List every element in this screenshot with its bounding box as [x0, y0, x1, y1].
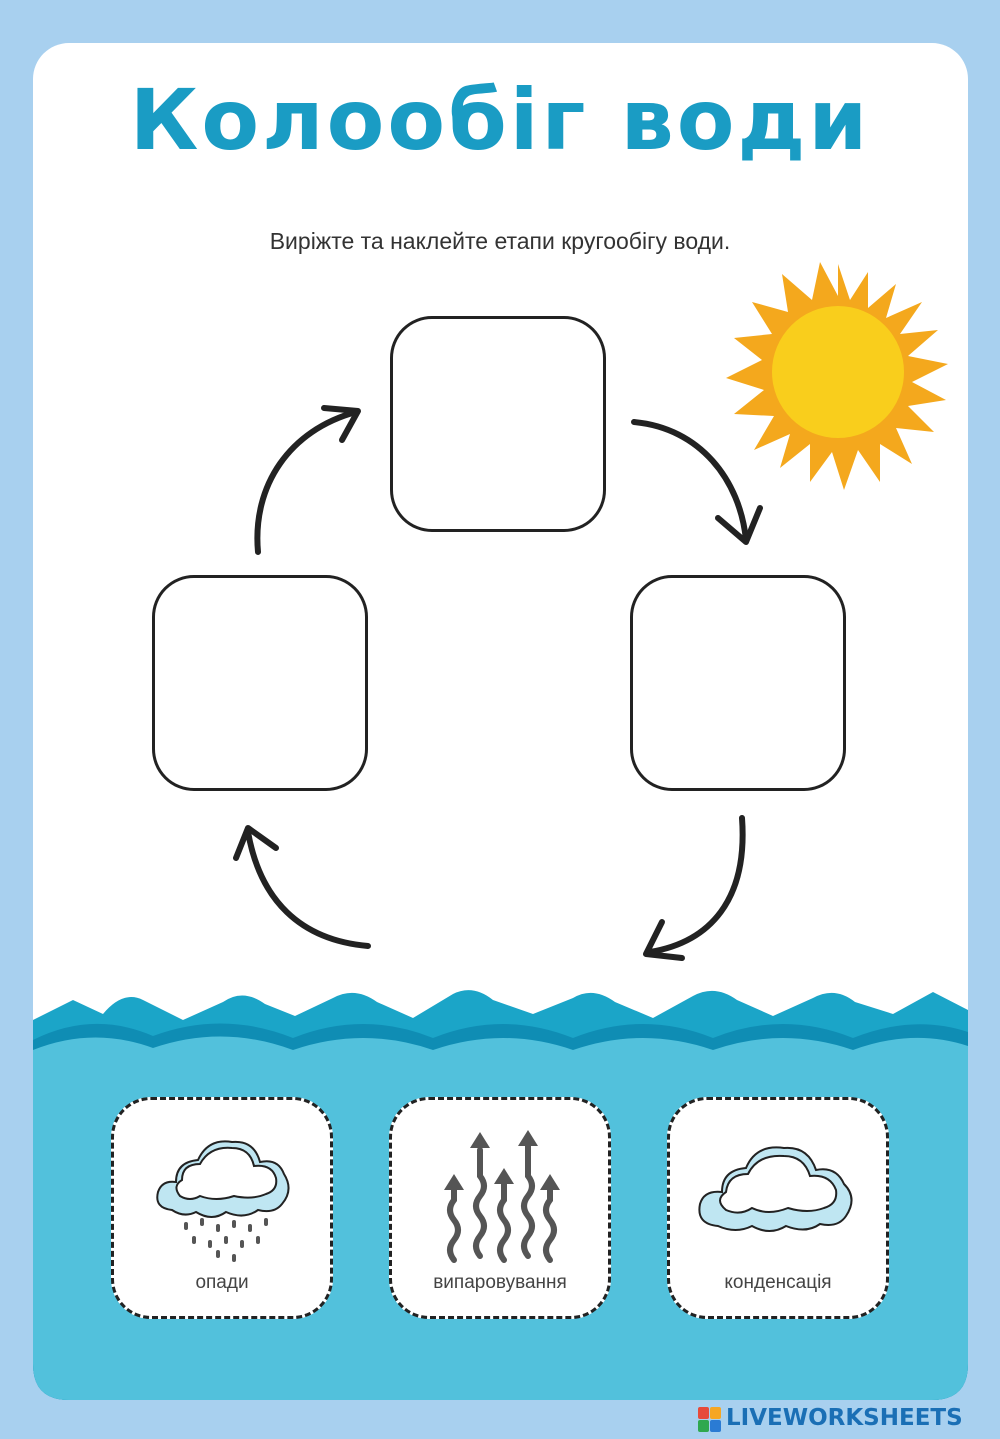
cycle-arrows	[233, 405, 763, 961]
card-label: конденсація	[724, 1272, 832, 1293]
card-condensation[interactable]: конденсація	[667, 1097, 889, 1319]
instruction-text: Виріжте та наклейте етапи кругообігу вод…	[269, 228, 731, 254]
card-evaporation[interactable]: випаровування	[389, 1097, 611, 1319]
drop-box-left[interactable]	[152, 575, 368, 791]
arrow-down-right	[631, 419, 749, 543]
card-precipitation[interactable]: опади	[111, 1097, 333, 1319]
sun-icon	[726, 262, 948, 490]
brand-text: LIVEWORKSHEETS	[726, 1405, 963, 1431]
liveworksheets-brand: LIVEWORKSHEETS	[698, 1403, 998, 1437]
liveworksheets-logo-icon	[698, 1407, 721, 1432]
drop-box-top[interactable]	[390, 316, 606, 532]
arrow-down-left	[647, 815, 746, 955]
drop-box-right[interactable]	[630, 575, 846, 791]
cloud-icon	[698, 1146, 853, 1232]
arrow-up-left	[254, 409, 359, 555]
page-title: Колообіг води	[129, 71, 871, 169]
arrow-up-bottom-left	[245, 829, 371, 949]
card-label: опади	[195, 1272, 249, 1293]
rain-cloud-icon	[156, 1140, 290, 1262]
evaporation-arrows-icon	[444, 1130, 560, 1263]
card-label: випаровування	[433, 1272, 567, 1293]
